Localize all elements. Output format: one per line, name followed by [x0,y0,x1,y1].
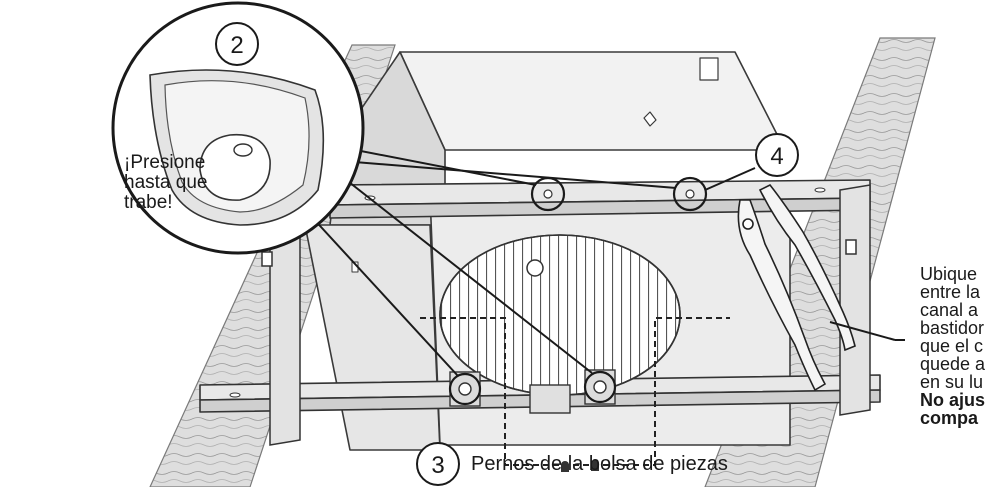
detail-markers [448,176,708,406]
press-note-line2: hasta que [124,172,208,193]
callout-2: 2 [230,32,243,59]
mounting-screws [449,369,616,414]
right-note-line4: bastidor [920,318,985,338]
bolts-caption: Pernos de la bolsa de piezas [471,453,728,475]
right-note-bold1: No ajus [920,390,986,410]
right-note-line6: quede a [920,354,986,374]
magnified-detail: 2 [111,1,365,255]
leader-lines [309,144,905,377]
right-note-line2: entre la [920,282,981,302]
callout-3-marker: 3 [416,442,460,486]
right-note-line5: que el c [920,336,984,356]
right-note-bold2: compa [920,408,979,428]
right-note-line7: en su lu [920,372,984,392]
callout-3: 3 [431,452,444,479]
side-channels [261,184,871,446]
press-note-line1: ¡Presione [124,152,206,173]
bolt-bag-outline [420,317,730,466]
callout-4-marker: 4 [755,133,799,177]
bolts-icon [561,460,599,472]
press-note-line3: trabe! [124,192,173,213]
callout-4: 4 [770,143,783,170]
right-note-line3: canal a [920,300,979,320]
right-note-line1: Ubique [920,264,978,284]
pliers-icon [737,183,856,392]
